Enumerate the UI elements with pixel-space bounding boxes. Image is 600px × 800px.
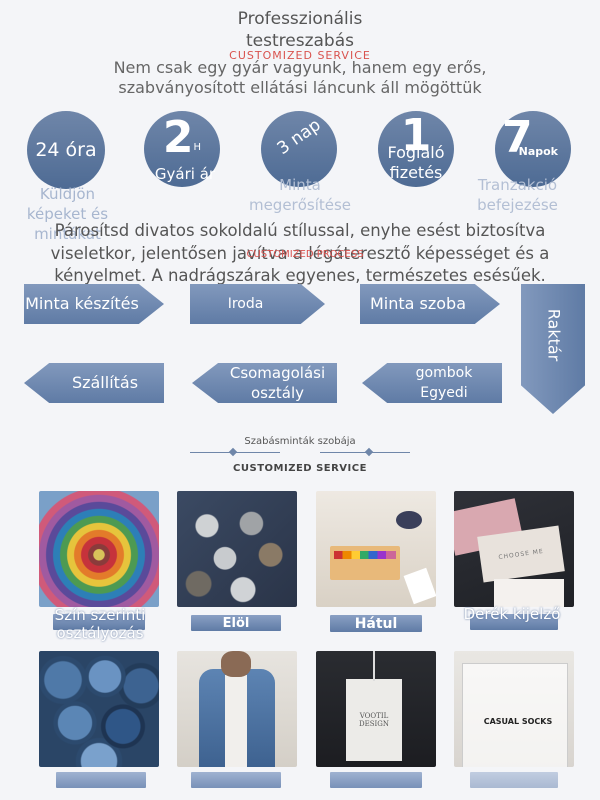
swatch-strip — [334, 551, 396, 559]
bag — [462, 663, 568, 767]
caption-3: Minta megerősítése — [248, 176, 352, 214]
label-back: Hátul — [330, 615, 422, 632]
label-text: Hátul — [354, 615, 398, 632]
page-title: Professzionális testreszabás — [0, 8, 600, 52]
photo-zip-bag: CASUAL SOCKS — [454, 651, 574, 767]
bag-title: CASUAL SOCKS — [483, 717, 553, 726]
choose-me-card: CHOOSE ME — [477, 525, 565, 583]
step-label: Szállítás — [71, 373, 139, 392]
description-text: Párosítsd divatos sokoldalú stílussal, e… — [50, 221, 550, 285]
title-line-2: testreszabás — [246, 31, 354, 51]
process-label: CUSTOMIZED PROCESS — [246, 249, 364, 260]
tag-string — [373, 651, 375, 681]
circle-2h-suffix: H — [193, 141, 202, 153]
label-bar-row2-4 — [470, 772, 558, 788]
process-step-raktar: Raktár — [521, 284, 585, 414]
hair — [221, 651, 251, 677]
caption-1: Küldjön képeket és mintákat — [26, 185, 109, 243]
circle-3nap: 3 nap — [261, 111, 337, 187]
label-bar-4 — [470, 614, 558, 630]
step-label: Raktár — [544, 308, 563, 362]
process-step-szallitas: Szállítás — [24, 363, 164, 403]
divider-diamond-left — [228, 447, 238, 457]
step-label: Iroda — [227, 296, 264, 312]
paper-card — [403, 567, 436, 605]
photo-denim-rolls — [39, 651, 159, 767]
circle-3nap-text: 3 nap — [273, 114, 325, 160]
process-step-minta-keszites: Minta készítés — [24, 284, 164, 324]
section-subtitle: CUSTOMIZED SERVICE — [233, 463, 367, 474]
photo-sewing-desk — [316, 491, 436, 607]
pincushion — [396, 511, 422, 529]
label-bar-row2-1 — [56, 772, 146, 788]
step-label: Csomagolási osztály — [229, 364, 326, 402]
card-text: CHOOSE ME — [497, 547, 545, 561]
caption-2: Gyári ár — [154, 165, 216, 183]
process-step-egyedi: Egyedi gombok Egyedi méret — [362, 363, 502, 403]
step-label: Minta szoba — [369, 294, 467, 313]
white-card — [494, 579, 564, 607]
process-step-minta-szoba: Minta szoba — [360, 284, 500, 324]
circle-2h: 2 H — [144, 111, 220, 187]
photo-metal-buttons — [177, 491, 297, 607]
label-bar-1 — [53, 614, 145, 630]
photo-denim-jacket — [177, 651, 297, 767]
process-step-csomagolasi: Csomagolási osztály — [192, 363, 337, 403]
photo-label-cards: CHOOSE ME — [454, 491, 574, 607]
subtitle-line-2: szabványosított ellátási láncunk áll mög… — [118, 78, 482, 97]
section-title: Szabásminták szobája — [244, 436, 356, 447]
title-line-1: Professzionális — [237, 9, 363, 29]
process-step-iroda: Iroda — [190, 284, 325, 324]
tag-text: VOOTIL DESIGN — [359, 712, 389, 728]
header-subtitle: Nem csak egy gyár vagyunk, hanem egy erő… — [40, 58, 560, 98]
service-label: CUSTOMIZED SERVICE — [229, 49, 371, 62]
label-text: Elöl — [222, 615, 250, 631]
circle-24h: 24 óra — [27, 111, 105, 189]
label-bar-row2-3 — [330, 772, 422, 788]
inner-shirt — [225, 675, 247, 767]
label-bar-row2-2 — [191, 772, 281, 788]
caption-4: Foglaló fizetés — [387, 143, 445, 182]
step-label: Egyedi gombok Egyedi méret — [415, 345, 473, 421]
label-waist-display: Derék kijelző — [463, 605, 561, 623]
subtitle-line-1: Nem csak egy gyár vagyunk, hanem egy erő… — [113, 58, 487, 77]
circle-1-number: 1 — [400, 109, 432, 161]
photo-colorful-threads — [39, 491, 159, 607]
circle-7: 7 Napok — [495, 111, 571, 187]
divider-diamond-right — [364, 447, 374, 457]
circle-24h-text: 24 óra — [35, 139, 97, 161]
photo-hang-tag: VOOTIL DESIGN — [316, 651, 436, 767]
circle-1: 1 — [378, 109, 454, 187]
hang-tag: VOOTIL DESIGN — [346, 679, 402, 761]
caption-5: Tranzakció befejezése — [477, 176, 558, 214]
circle-2h-number: 2 — [162, 111, 194, 163]
label-front: Elöl — [191, 615, 281, 631]
circle-7-suffix: Napok — [518, 144, 558, 158]
circle-7-number: 7 — [501, 111, 533, 163]
step-label: Minta készítés — [25, 294, 139, 313]
label-color-sorting: Szín szerinti osztályozás — [54, 606, 146, 642]
